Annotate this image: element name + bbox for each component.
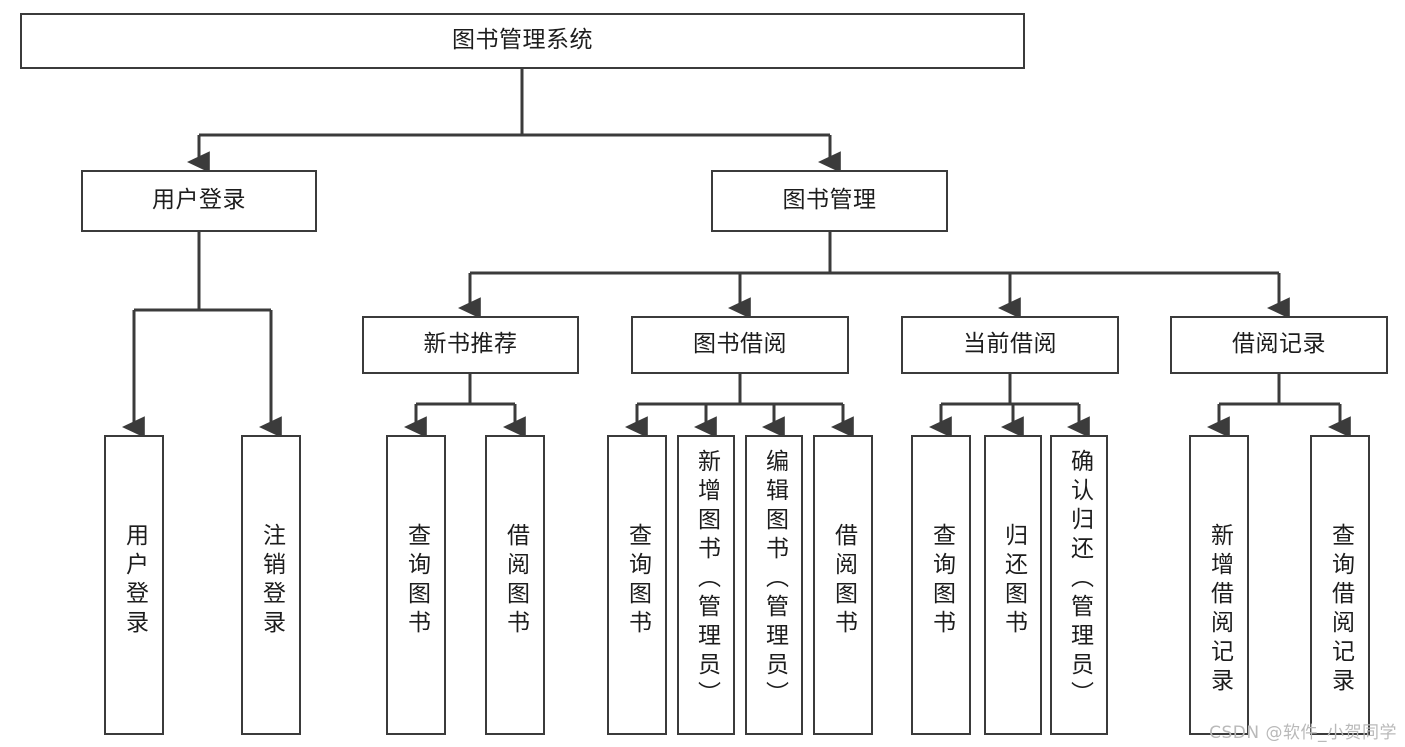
node-leaf-11[interactable]: 新增借阅记录 (1189, 435, 1249, 735)
node-leaf-8[interactable]: 查询图书 (911, 435, 971, 735)
node-level2-0-label: 新书推荐 (423, 331, 518, 358)
node-leaf-9-label: 归还图书 (1000, 523, 1027, 639)
node-leaf-0-label: 用户登录 (121, 523, 148, 639)
node-leaf-8-label: 查询图书 (928, 523, 955, 639)
node-leaf-1[interactable]: 注销登录 (241, 435, 301, 735)
node-leaf-1-label: 注销登录 (258, 523, 285, 639)
node-root-label: 图书管理系统 (452, 27, 593, 54)
csdn-watermark: CSDN @软件_小贺同学 (1209, 723, 1397, 743)
node-leaf-12-label: 查询借阅记录 (1327, 523, 1354, 697)
node-leaf-4[interactable]: 查询图书 (607, 435, 667, 735)
node-leaf-5[interactable]: 新增图书（管理员） (677, 435, 735, 735)
node-level1-0-label: 用户登录 (152, 187, 246, 214)
node-level2-0[interactable]: 新书推荐 (362, 316, 579, 374)
node-leaf-5-label: 新增图书（管理员） (693, 449, 720, 710)
node-level2-2-label: 当前借阅 (963, 331, 1057, 358)
node-level2-2[interactable]: 当前借阅 (901, 316, 1119, 374)
node-leaf-2[interactable]: 查询图书 (386, 435, 446, 735)
node-level2-1[interactable]: 图书借阅 (631, 316, 849, 374)
node-leaf-3-label: 借阅图书 (502, 523, 529, 639)
node-leaf-6-label: 编辑图书（管理员） (761, 449, 788, 710)
node-level2-3[interactable]: 借阅记录 (1170, 316, 1388, 374)
node-level2-3-label: 借阅记录 (1232, 331, 1326, 358)
node-leaf-12[interactable]: 查询借阅记录 (1310, 435, 1370, 735)
node-leaf-10-label: 确认归还（管理员） (1066, 449, 1093, 710)
node-leaf-4-label: 查询图书 (624, 523, 651, 639)
node-level1-1-label: 图书管理 (782, 187, 877, 214)
node-leaf-2-label: 查询图书 (403, 523, 430, 639)
node-leaf-10[interactable]: 确认归还（管理员） (1050, 435, 1108, 735)
node-leaf-11-label: 新增借阅记录 (1206, 523, 1233, 697)
node-leaf-7-label: 借阅图书 (830, 523, 857, 639)
node-leaf-6[interactable]: 编辑图书（管理员） (745, 435, 803, 735)
node-level1-0[interactable]: 用户登录 (81, 170, 317, 232)
node-leaf-7[interactable]: 借阅图书 (813, 435, 873, 735)
node-leaf-3[interactable]: 借阅图书 (485, 435, 545, 735)
node-leaf-0[interactable]: 用户登录 (104, 435, 164, 735)
node-level2-1-label: 图书借阅 (693, 331, 787, 358)
node-level1-1[interactable]: 图书管理 (711, 170, 948, 232)
node-leaf-9[interactable]: 归还图书 (984, 435, 1042, 735)
node-root[interactable]: 图书管理系统 (20, 13, 1025, 69)
